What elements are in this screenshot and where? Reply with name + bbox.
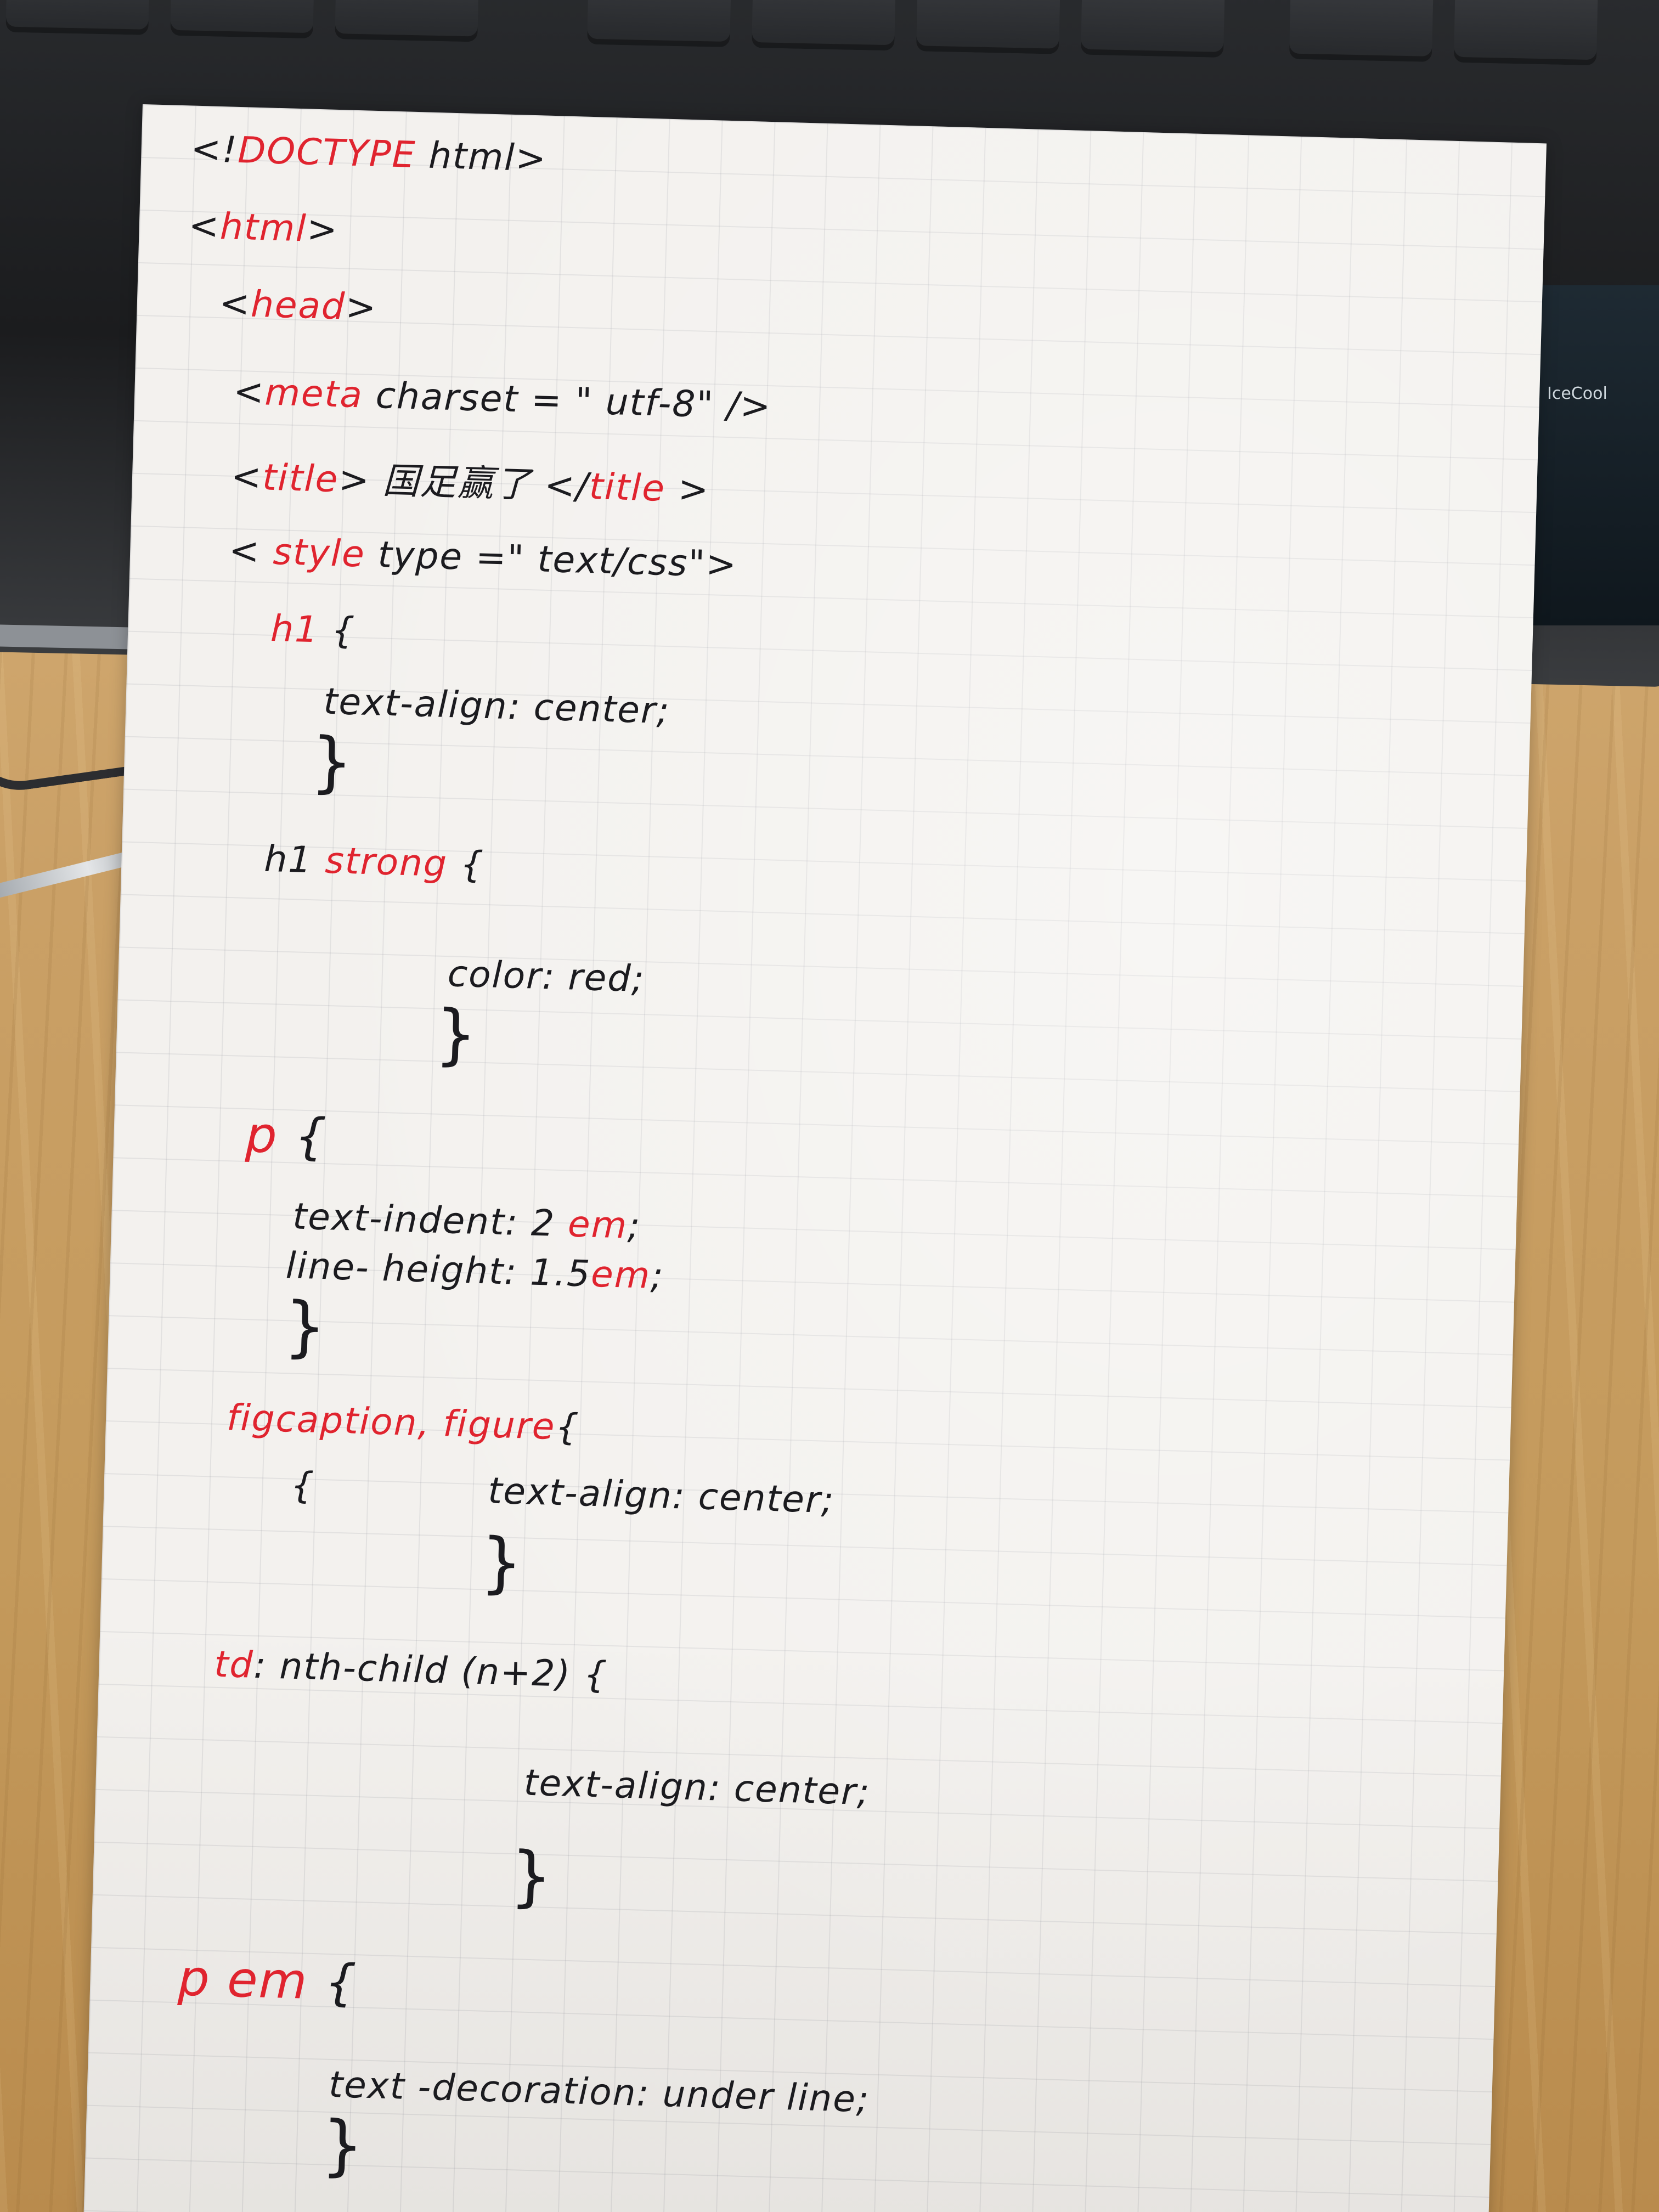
keyboard-key [170, 0, 315, 39]
code-line-p-em-selector: p em { [177, 1949, 358, 2012]
keyboard-key-row [0, 0, 1659, 95]
code-line-strong-close: } [433, 996, 479, 1074]
cooler-box: IceCool [1525, 285, 1659, 625]
keyboard-key [335, 0, 479, 42]
code-line-em-close: } [320, 2107, 366, 2185]
code-line-td-close: } [509, 1837, 555, 1916]
code-line-p-close: } [283, 1288, 329, 1366]
code-line-stray-brace: { [290, 1464, 315, 1507]
keyboard-key [916, 0, 1061, 54]
keyboard-key [587, 0, 732, 48]
keyboard-key [752, 0, 896, 51]
code-line-p-selector: p { [245, 1105, 329, 1166]
box-label: IceCool [1547, 384, 1607, 403]
keyboard-key [1453, 0, 1599, 66]
keyboard-key [1080, 0, 1226, 58]
code-line-figure-close: } [479, 1524, 525, 1602]
code-line-h1-strong-selector: h1 strong { [263, 837, 485, 886]
handwritten-paper: <!DOCTYPE html> <html> <head> <meta char… [82, 104, 1547, 2212]
keyboard-key [5, 0, 150, 35]
code-line-head-open: <head> [218, 282, 378, 329]
code-line-html-open: <html> [188, 204, 339, 251]
code-line-strong-color: color: red; [447, 952, 646, 1001]
code-line-h1-selector: h1 { [270, 607, 357, 652]
keyboard-key [1289, 0, 1434, 62]
code-line-h1-close: } [309, 724, 355, 802]
